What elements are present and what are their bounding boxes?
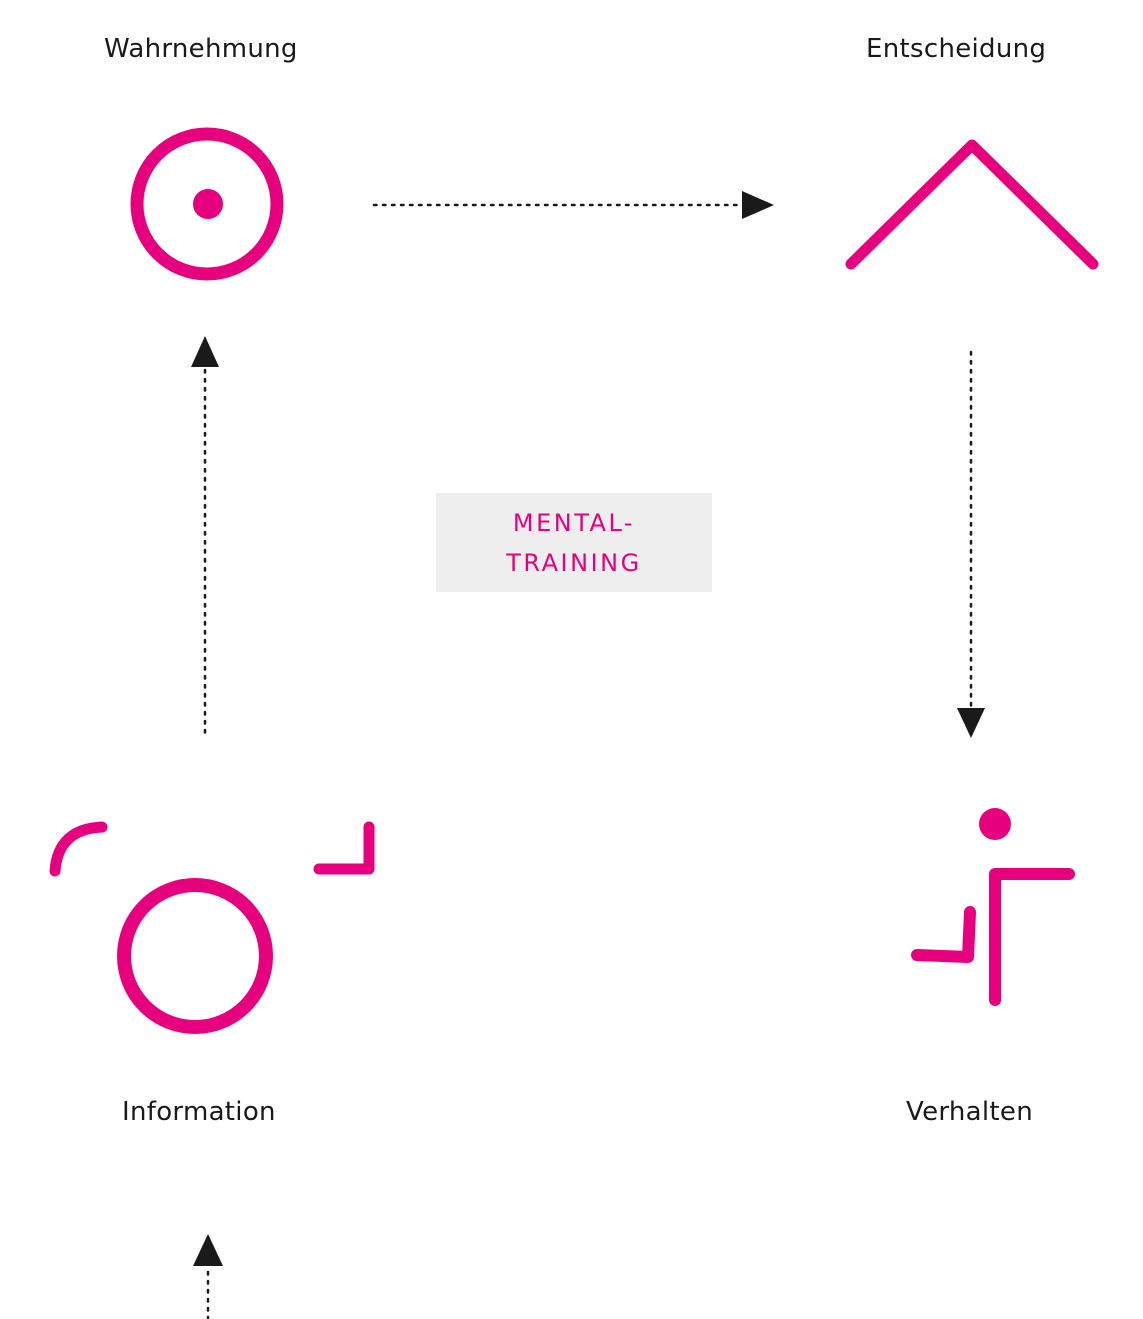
arrow-right [372,191,774,219]
center-text-line1: MENTAL- [512,508,636,537]
label-wahrnehmung: Wahrnehmung [104,34,298,64]
arrow-up [191,336,219,738]
label-entscheidung: Entscheidung [866,34,1047,64]
label-information: Information [122,1097,276,1127]
mental-training-box: MENTAL- TRAINING [436,493,712,592]
arrow-up-incoming [193,1234,223,1319]
label-verhalten: Verhalten [906,1097,1033,1127]
target-icon [130,127,284,281]
center-text-line2: TRAINING [506,548,642,577]
arrow-down [957,350,985,738]
person-sitting-icon [911,808,1075,1006]
circle-with-corners-icon [49,821,375,1034]
chevron-up-icon [845,139,1099,270]
